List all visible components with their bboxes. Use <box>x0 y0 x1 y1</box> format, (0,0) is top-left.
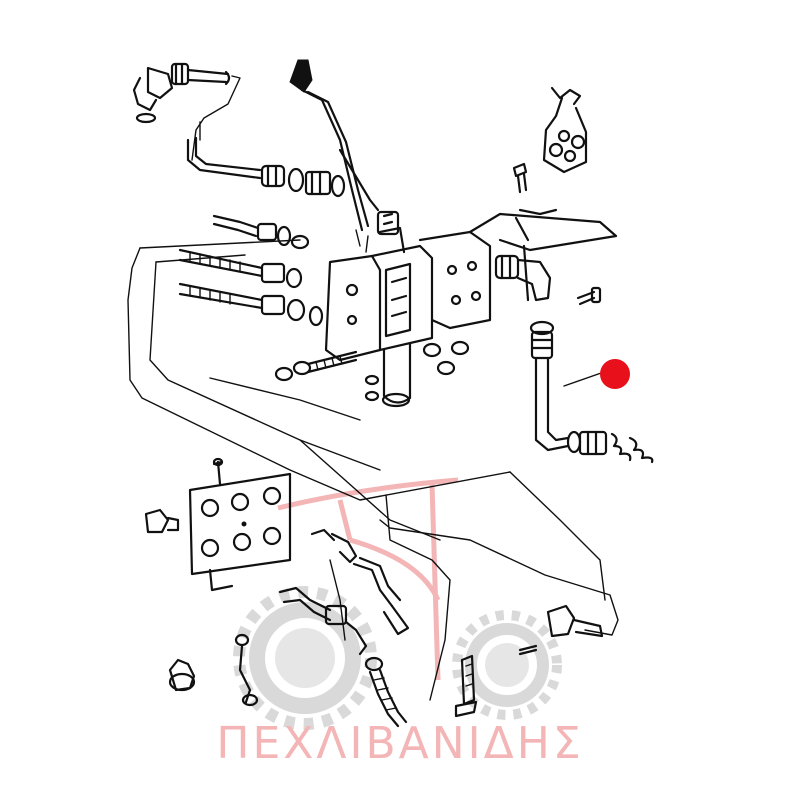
highlighted-hose-pipe <box>534 356 654 464</box>
small-bolts-right <box>512 162 602 306</box>
left-plug-fitting <box>144 508 196 692</box>
watermark-gear-left <box>249 602 361 714</box>
long-bolt <box>274 350 358 382</box>
control-lever <box>289 59 380 232</box>
right-bracket-plate <box>468 208 618 302</box>
valve-o-rings <box>422 340 470 376</box>
top-left-elbow-fitting <box>132 62 241 161</box>
lower-hose-assembly <box>234 528 410 728</box>
right-elbow-fitting <box>494 254 555 360</box>
hose-routing-outline <box>127 239 619 701</box>
left-hose-ends <box>178 214 324 327</box>
mounting-plate <box>188 457 292 592</box>
control-valve-block <box>324 210 492 408</box>
upper-pipe-assembly <box>186 136 346 198</box>
watermark-gear-left-hub <box>275 628 335 688</box>
watermark-tractor-roof <box>277 477 459 681</box>
part-highlight-marker[interactable] <box>600 359 630 389</box>
watermark-logo <box>233 477 562 730</box>
watermark-gear-right-hub <box>485 643 529 687</box>
watermark-gear-right-teeth <box>452 610 562 720</box>
parts-bag-icon <box>542 86 588 174</box>
right-lower-fitting <box>454 604 604 718</box>
